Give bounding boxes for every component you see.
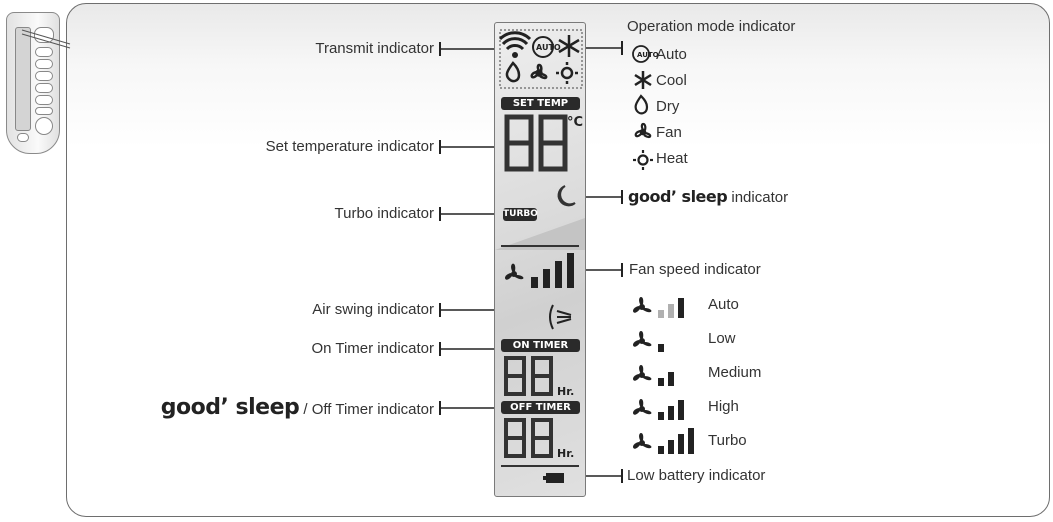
auto-mode-text: AUTO — [536, 43, 561, 52]
fan-speed-turbo-label: Turbo — [708, 432, 747, 450]
fan-speed-bar — [658, 446, 664, 454]
fan-speed-bar — [658, 310, 664, 318]
fan-speed-row-low — [633, 331, 664, 352]
sun-icon — [633, 150, 653, 170]
on-timer-badge: ON TIMER — [501, 339, 580, 352]
transmit-indicator-label: Transmit indicator — [200, 40, 434, 58]
fan-speed-bar — [678, 400, 684, 420]
mode-heat-label: Heat — [656, 150, 688, 168]
transmit-icon — [500, 33, 530, 58]
fan-speed-row-medium — [633, 365, 674, 386]
set-temp-badge: SET TEMP — [501, 97, 580, 110]
fan-speed-row-auto — [633, 297, 684, 318]
off-timer-unit: Hr. — [557, 447, 574, 460]
on-timer-indicator-label: On Timer indicator — [200, 340, 434, 358]
lcd-divider — [501, 465, 579, 467]
off-timer-indicator-label: good’ sleep / Off Timer indicator — [100, 395, 434, 423]
fan-speed-title: Fan speed indicator — [629, 261, 761, 279]
fan-icon — [633, 365, 651, 381]
snowflake-icon — [559, 35, 579, 57]
good-sleep-moon-icon — [555, 183, 579, 209]
fan-speed-medium-label: Medium — [708, 364, 761, 382]
fan-speed-legend — [630, 290, 700, 456]
fan-speed-bar — [668, 440, 674, 454]
fan-icon — [633, 331, 651, 347]
set-temperature-indicator-label: Set temperature indicator — [150, 138, 434, 156]
off-timer-text: / Off Timer indicator — [299, 401, 434, 418]
off-timer-digits — [503, 417, 559, 463]
off-timer-badge: OFF TIMER — [501, 401, 580, 414]
mode-legend-icons: AUTO — [631, 44, 659, 174]
mode-fan-label: Fan — [656, 124, 682, 142]
mode-icon-group: AUTO — [499, 29, 583, 91]
fan-speed-bar — [668, 372, 674, 386]
air-swing-icon — [547, 299, 575, 335]
auto-mode-icon: AUTO — [533, 37, 561, 57]
temp-digits — [503, 113, 573, 175]
fan-icon — [532, 65, 546, 78]
fan-speed-row-turbo — [633, 428, 694, 454]
turbo-indicator-label: Turbo indicator — [200, 205, 434, 223]
good-sleep-indicator-text: indicator — [727, 189, 788, 206]
on-timer-unit: Hr. — [557, 385, 574, 398]
fan-speed-bar — [658, 378, 664, 386]
lcd-divider — [501, 245, 579, 247]
auto-mode-icon: AUTO — [633, 46, 659, 62]
fan-speed-high-label: High — [708, 398, 739, 416]
good-sleep-brand: good’ sleep — [628, 187, 727, 206]
fan-icon — [633, 399, 651, 415]
droplet-icon — [636, 96, 647, 113]
fan-icon — [636, 124, 650, 137]
fan-speed-bar — [688, 428, 694, 454]
snowflake-icon — [635, 71, 651, 89]
fan-icon — [633, 433, 651, 449]
fan-speed-bar — [658, 412, 664, 420]
lcd-display: AUTO — [494, 22, 586, 497]
droplet-icon — [507, 63, 519, 81]
mode-cool-label: Cool — [656, 72, 687, 90]
mode-auto-label: Auto — [656, 46, 687, 64]
air-swing-indicator-label: Air swing indicator — [200, 301, 434, 319]
mode-dry-label: Dry — [656, 98, 679, 116]
good-sleep-brand: good’ sleep — [161, 395, 299, 420]
sun-icon — [556, 62, 578, 84]
fan-speed-display — [499, 251, 585, 291]
low-battery-indicator-label: Low battery indicator — [627, 467, 765, 485]
on-timer-digits — [503, 355, 559, 401]
fan-speed-bar — [658, 344, 664, 352]
fan-speed-low-label: Low — [708, 330, 736, 348]
fan-speed-row-high — [633, 399, 684, 420]
good-sleep-indicator-label: good’ sleep indicator — [628, 186, 788, 209]
fan-speed-auto-label: Auto — [708, 296, 739, 314]
fan-speed-bar — [678, 298, 684, 318]
battery-icon — [543, 471, 567, 485]
fan-speed-bar — [678, 434, 684, 454]
temp-unit: °C — [567, 115, 583, 130]
fan-icon — [633, 297, 651, 313]
fan-speed-bar — [668, 406, 674, 420]
fan-speed-bar — [668, 304, 674, 318]
operation-mode-title: Operation mode indicator — [627, 18, 795, 36]
